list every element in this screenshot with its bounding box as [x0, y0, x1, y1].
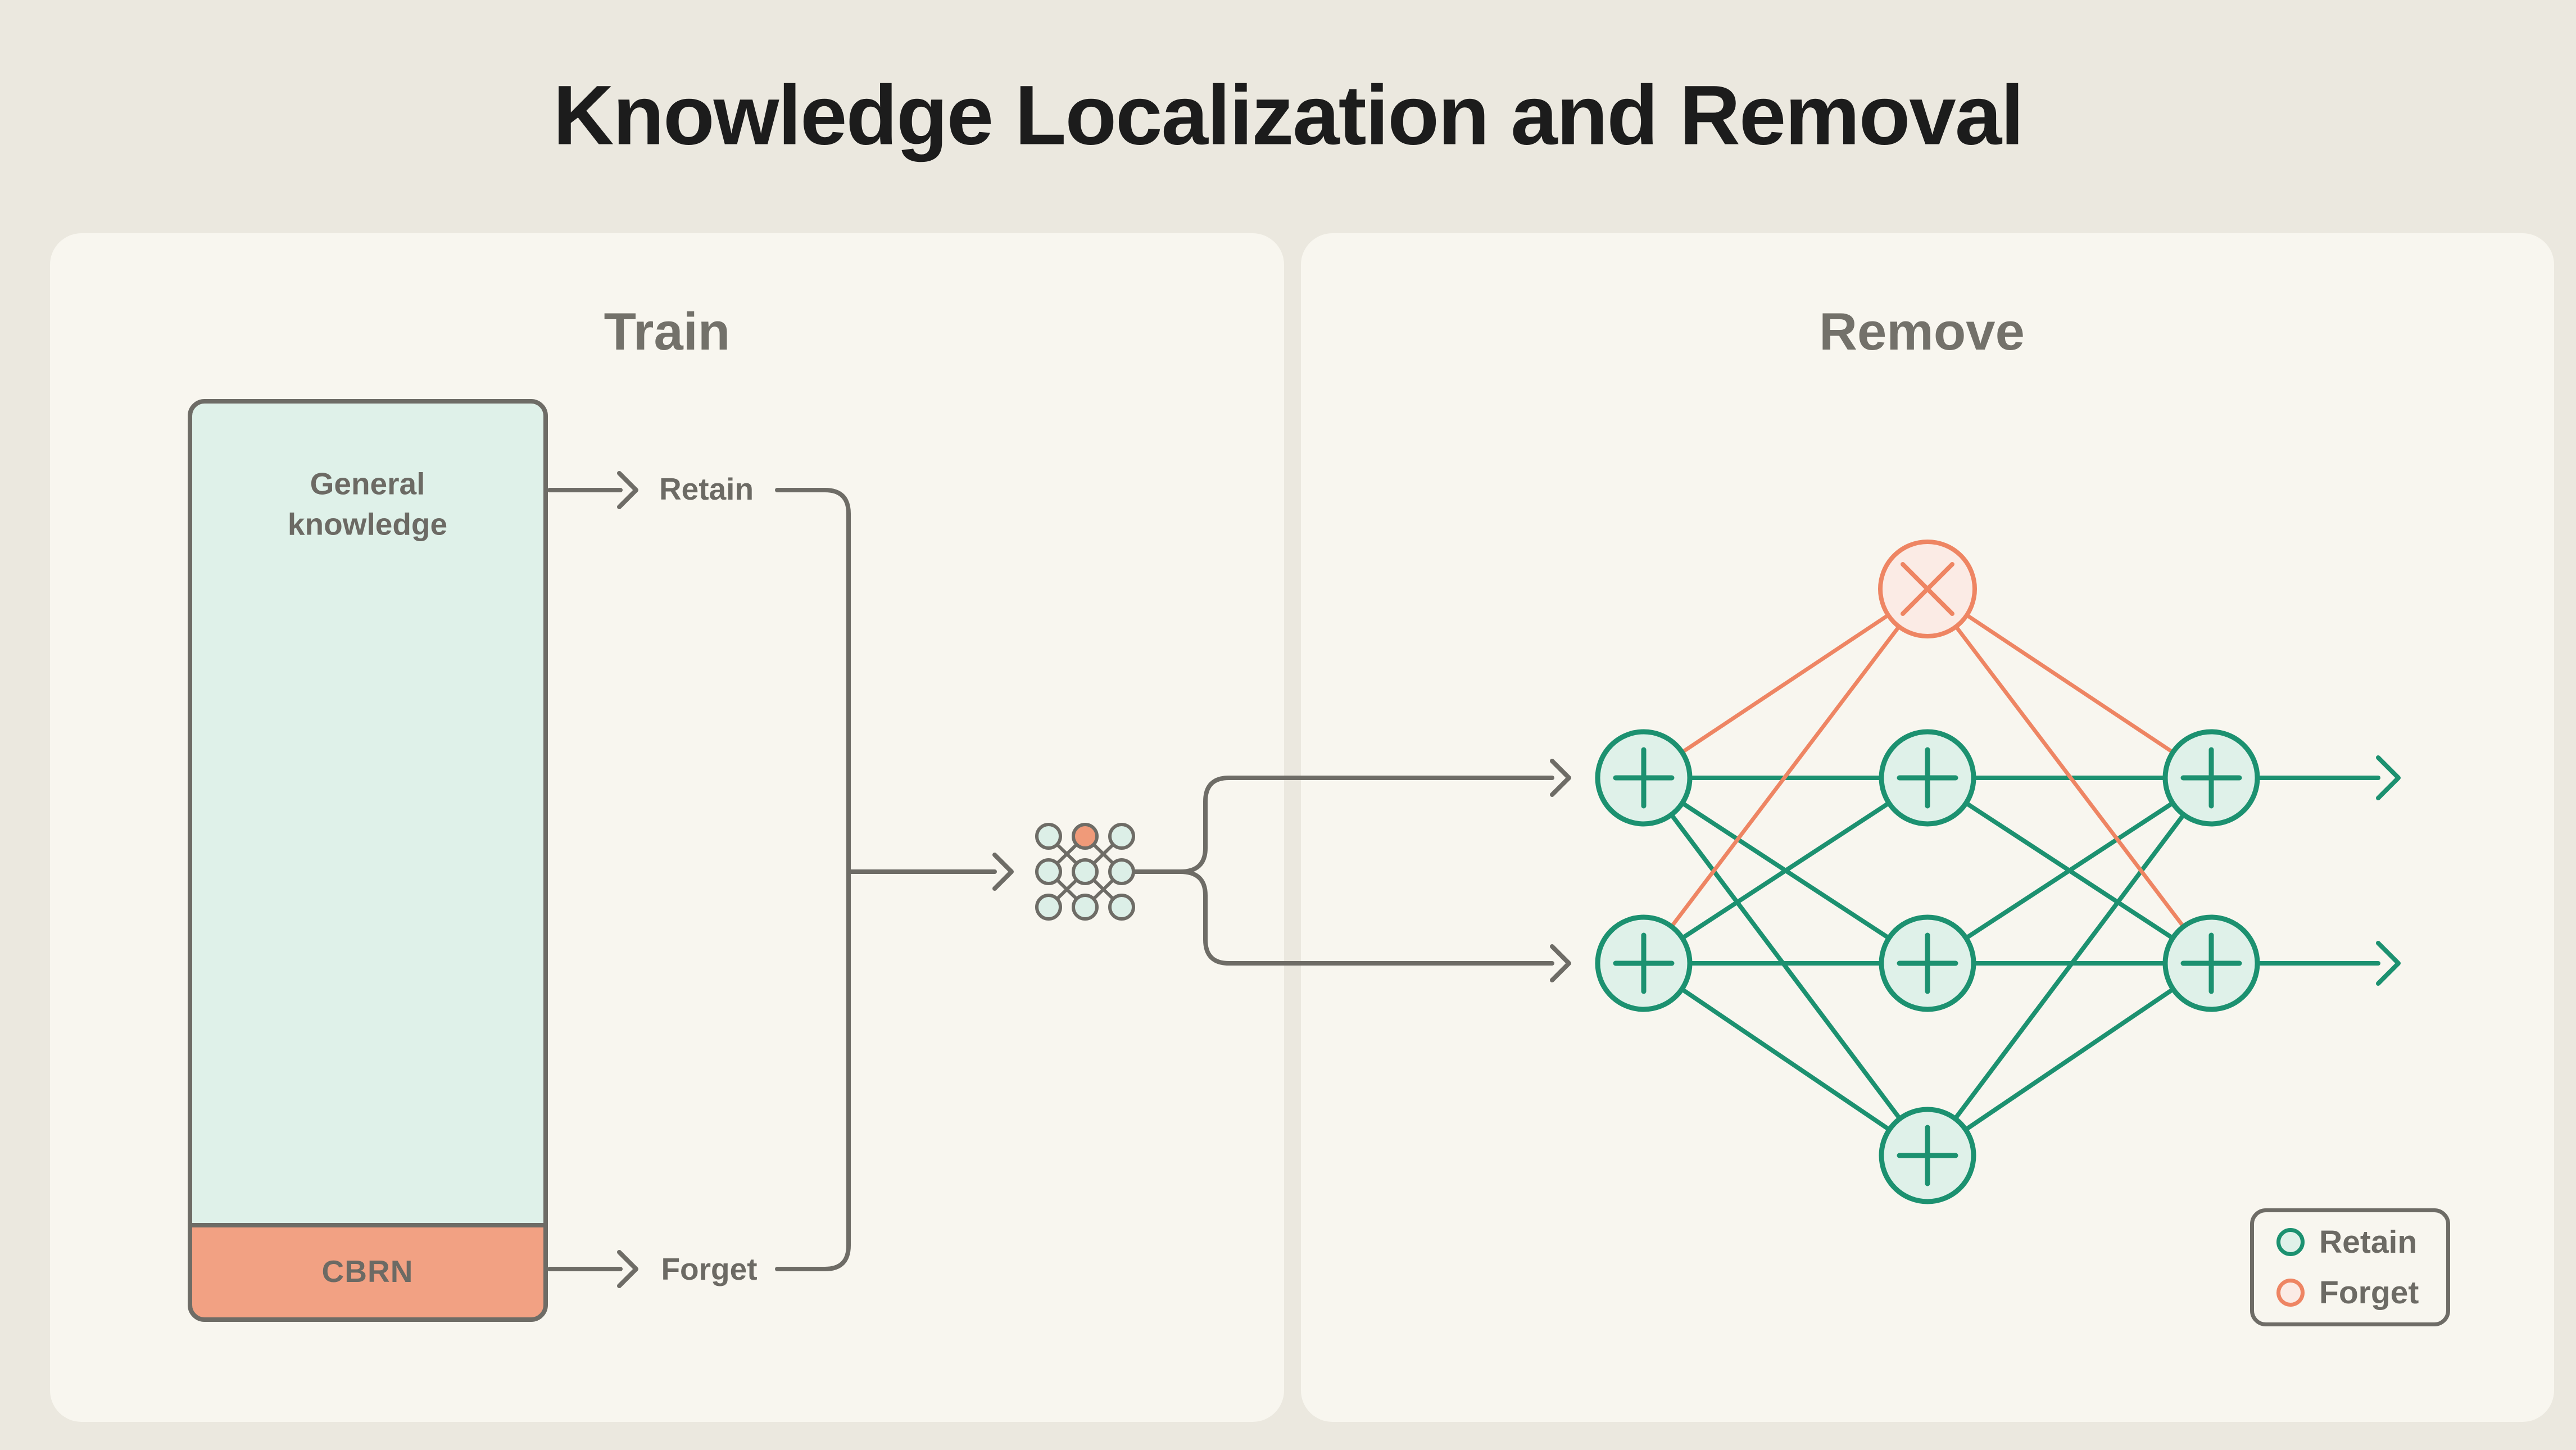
mini-network-dot	[1108, 894, 1135, 921]
merge-bracket	[775, 488, 851, 1271]
mini-network-forget-dot	[1072, 823, 1099, 850]
network-output-arrowhead-icon	[2376, 941, 2401, 986]
network-output-arrowhead-icon	[2376, 755, 2401, 800]
retain-edge	[1925, 776, 2214, 966]
retain-edge	[1925, 776, 2214, 1158]
knowledge-box-general-region	[190, 401, 546, 1320]
forget-edge	[1641, 587, 1930, 780]
mini-network-dot	[1035, 858, 1062, 885]
mini-network-dot	[1072, 894, 1099, 921]
split-bracket-lower	[1178, 869, 1554, 966]
network-input-arrowhead-icon	[1550, 944, 1571, 982]
retain-edge	[1641, 776, 1930, 966]
forget-edge	[1925, 587, 2214, 780]
split-bracket-upper	[1178, 776, 1554, 874]
model-input-arrowhead-icon	[992, 853, 1014, 891]
knowledge-box-cbrn-region	[190, 1225, 546, 1320]
forget-edge	[1641, 587, 1930, 966]
knowledge-box-border	[188, 399, 548, 1322]
network-input-arrowhead-icon	[1550, 759, 1571, 797]
cross-icon	[1901, 562, 1954, 616]
mini-network-dot	[1035, 894, 1062, 921]
mini-network-dot	[1108, 823, 1135, 850]
mini-network-dot	[1108, 858, 1135, 885]
retain-arrowhead-icon	[617, 471, 638, 509]
retain-edge	[1641, 961, 1930, 1158]
mini-network-dot	[1035, 823, 1062, 850]
forget-edge	[1925, 587, 2214, 966]
forget-arrowhead-icon	[617, 1250, 638, 1288]
retain-edge	[1925, 961, 2214, 1158]
retain-edge	[1641, 776, 1930, 1158]
mini-network-dot	[1072, 858, 1099, 885]
